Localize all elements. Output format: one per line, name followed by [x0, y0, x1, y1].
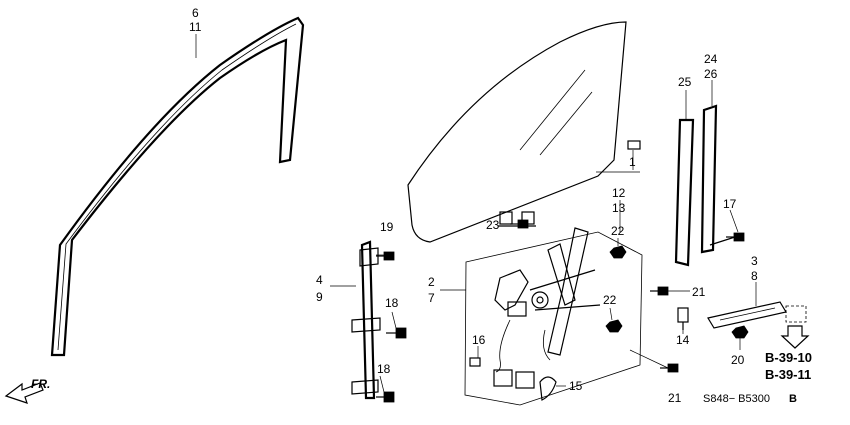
bolt-21-upper	[650, 286, 669, 296]
regulator-motor-connector	[493, 369, 535, 389]
callout-16: 16	[472, 333, 486, 347]
door-run-channel	[50, 16, 305, 357]
callout-15: 15	[569, 379, 583, 393]
callout-11: 11	[189, 20, 202, 34]
callout-4: 4	[316, 273, 323, 287]
callout-19: 19	[380, 220, 394, 234]
callout-21-upper: 21	[692, 285, 706, 299]
bolt-17	[726, 232, 745, 242]
callout-12: 12	[612, 186, 626, 200]
callout-23: 23	[486, 218, 500, 232]
clip-14	[677, 307, 689, 330]
callout-14: 14	[676, 333, 690, 347]
front-direction-arrow-icon	[4, 382, 44, 404]
diagram-code-suffix: B	[789, 393, 797, 405]
nut-22-upper	[609, 245, 627, 259]
harness-clip	[539, 376, 557, 401]
center-sash	[674, 118, 695, 267]
callout-22-upper: 22	[611, 224, 625, 238]
callout-25: 25	[678, 75, 692, 89]
callout-21-lower: 21	[668, 391, 682, 405]
bolt-18-upper	[386, 327, 407, 339]
diagram-code: S848− B5300	[703, 393, 770, 405]
front-sash	[351, 240, 381, 400]
front-direction-label: FR.	[31, 377, 50, 391]
callout-labels: 6 11 24 26 25 1 12 13 23 19 4 9 18 18 2 …	[189, 6, 758, 405]
callout-20: 20	[731, 353, 745, 367]
callout-8: 8	[751, 269, 758, 283]
reference-b-39-10: B-39-10	[765, 350, 812, 365]
nut-22-lower	[605, 319, 623, 333]
harness-connector	[469, 357, 481, 367]
window-regulator	[494, 227, 601, 373]
callout-18-upper: 18	[385, 296, 399, 310]
bolt-19	[376, 251, 395, 261]
nut-20	[731, 325, 749, 339]
rear-run-channel	[700, 104, 736, 254]
leader-lines	[195, 34, 757, 393]
callout-6: 6	[192, 6, 199, 20]
callout-2: 2	[428, 275, 435, 289]
callout-22-lower: 22	[603, 293, 617, 307]
reference-arrow	[780, 325, 810, 349]
roller-guide-bracket	[707, 301, 787, 329]
callout-7: 7	[428, 291, 435, 305]
bolt-18-lower	[376, 391, 395, 403]
regulator-box	[464, 231, 643, 406]
door-glass	[407, 21, 641, 243]
callout-26: 26	[704, 67, 718, 81]
callout-9: 9	[316, 290, 323, 304]
callout-17: 17	[723, 197, 737, 211]
callout-13: 13	[612, 201, 626, 215]
callout-3: 3	[751, 254, 758, 268]
callout-18-lower: 18	[377, 362, 391, 376]
callout-24: 24	[704, 52, 718, 66]
ref-dashed-box	[785, 305, 807, 323]
callout-1: 1	[629, 155, 636, 169]
reference-b-39-11: B-39-11	[765, 367, 811, 382]
